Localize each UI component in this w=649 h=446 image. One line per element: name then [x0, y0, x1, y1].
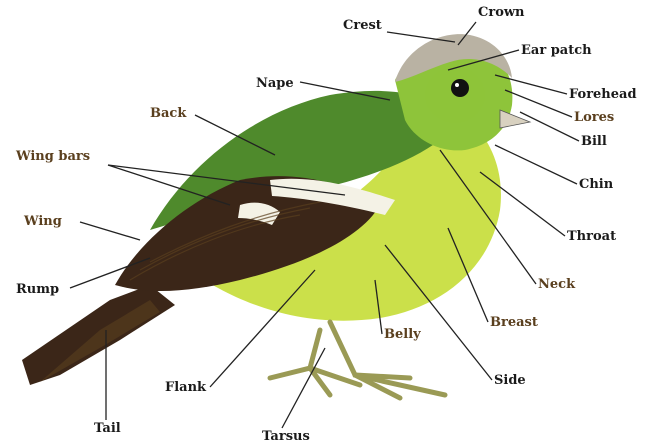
label-back: Back: [150, 106, 187, 121]
leader-line-lores: [505, 90, 572, 117]
eye-shine: [455, 83, 459, 87]
label-flank: Flank: [165, 380, 207, 395]
leader-line-tarsus: [282, 348, 325, 428]
eye: [451, 79, 469, 97]
label-tail: Tail: [94, 421, 121, 436]
label-forehead: Forehead: [569, 87, 637, 102]
label-nape: Nape: [256, 76, 294, 91]
label-wing: Wing: [23, 214, 62, 229]
label-rump: Rump: [16, 282, 59, 297]
leader-line-wing: [80, 222, 140, 240]
leader-line-chin: [495, 145, 577, 184]
label-neck: Neck: [538, 277, 576, 292]
label-lores: Lores: [574, 110, 614, 125]
label-ear-patch: Ear patch: [521, 43, 592, 58]
label-wing-bars: Wing bars: [15, 149, 90, 164]
label-tarsus: Tarsus: [262, 429, 310, 444]
label-crown: Crown: [478, 5, 525, 20]
label-belly: Belly: [384, 327, 421, 342]
label-breast: Breast: [490, 315, 538, 330]
label-side: Side: [494, 373, 526, 388]
label-crest: Crest: [343, 18, 382, 33]
label-chin: Chin: [579, 177, 614, 192]
label-throat: Throat: [567, 229, 616, 244]
label-bill: Bill: [581, 134, 607, 149]
bill-shape: [500, 110, 530, 128]
